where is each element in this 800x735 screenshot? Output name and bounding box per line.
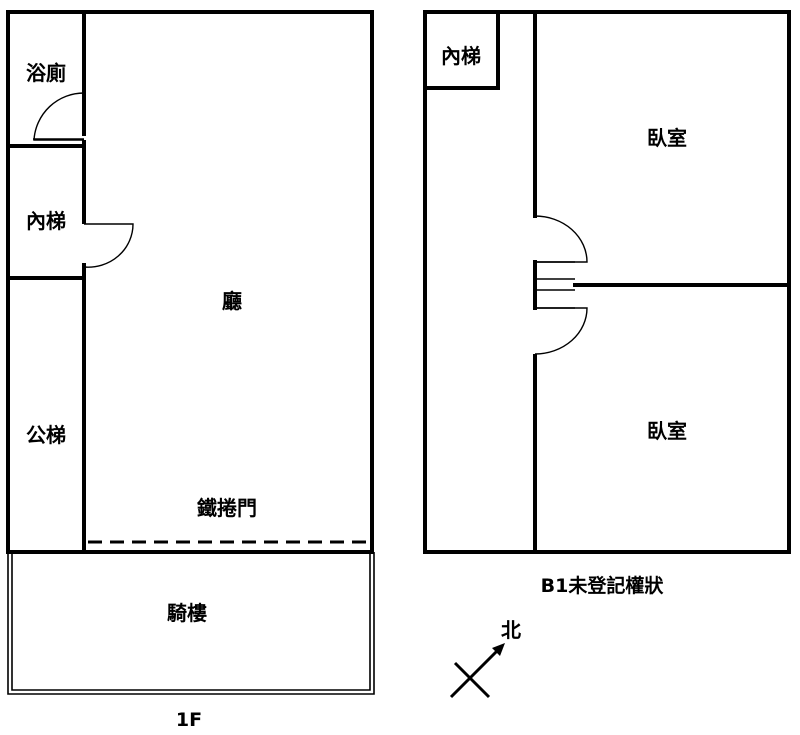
label-public-stair: 公梯: [26, 423, 66, 447]
caption-b1: B1未登記權狀: [541, 574, 665, 597]
corridor-wall-b1: [533, 10, 791, 554]
bathroom-door: [33, 92, 85, 141]
floor-b1-outer-wall: [423, 10, 791, 554]
label-bathroom: 浴廁: [26, 61, 66, 85]
label-bedroom-lower: 臥室: [647, 419, 687, 443]
floor-1f: 浴廁 內梯 公梯 廳 鐵捲門 騎樓 1F: [6, 10, 375, 731]
interior-wall-1f: [6, 10, 86, 554]
label-rolling-door: 鐵捲門: [197, 496, 257, 520]
arcade-outline: [7, 552, 375, 695]
label-inner-stair-b1: 內梯: [441, 44, 481, 68]
inner-stair-door-1f: [83, 223, 134, 268]
caption-1f: 1F: [176, 709, 202, 731]
floor-b1: 內梯 臥室 臥室 B1未登記權狀: [423, 10, 791, 597]
north-arrow-icon: 北: [449, 618, 521, 699]
bedroom-lower-door: [534, 307, 588, 355]
bedroom-upper-door: [534, 215, 588, 263]
floor-1f-outer-wall: [6, 10, 374, 554]
label-inner-stair-1f: 內梯: [26, 209, 66, 233]
label-arcade: 騎樓: [167, 601, 207, 625]
label-north: 北: [501, 618, 521, 642]
inner-stair-box-b1: [423, 10, 500, 90]
label-hall: 廳: [222, 289, 242, 313]
label-bedroom-upper: 臥室: [647, 126, 687, 150]
